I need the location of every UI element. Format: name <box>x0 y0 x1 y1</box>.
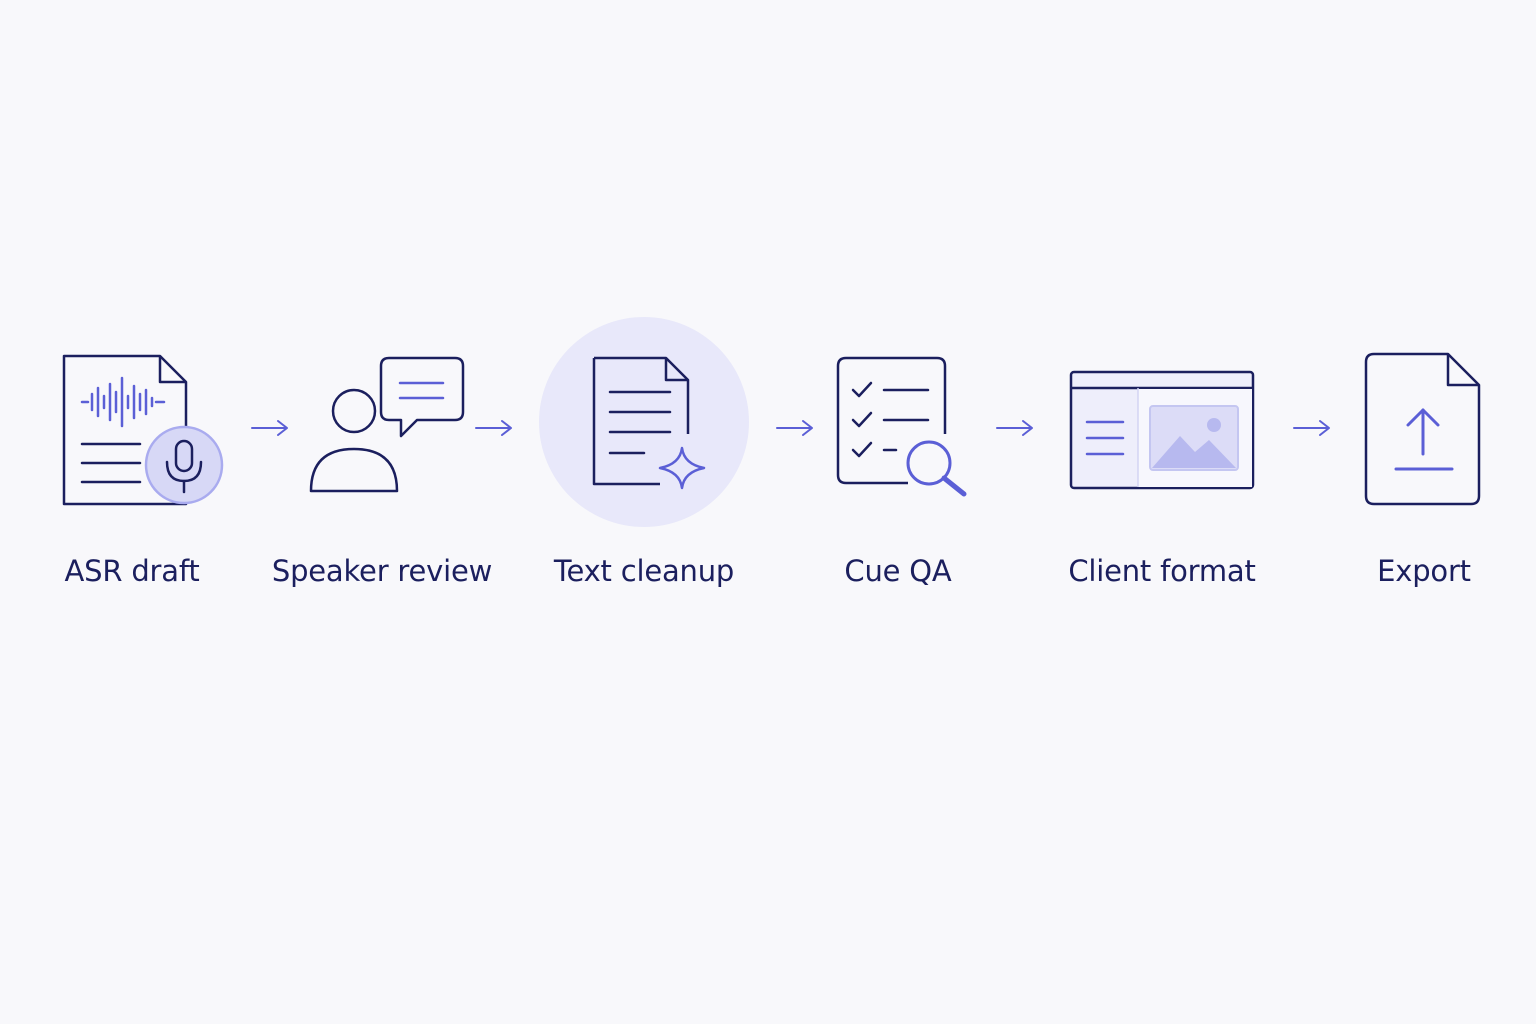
arrow-right-icon <box>776 420 813 436</box>
step-label-asr-draft: ASR draft <box>64 554 200 588</box>
step-label-client-format: Client format <box>1068 554 1256 588</box>
step-label-speaker-review: Speaker review <box>271 554 493 588</box>
document-sparkle-icon <box>592 356 706 490</box>
arrow-right-icon <box>996 420 1033 436</box>
checklist-magnifier-icon <box>836 356 967 497</box>
arrow-right-icon <box>251 420 288 436</box>
document-audio-mic-icon <box>62 354 224 506</box>
layout-window-image-icon <box>1069 370 1255 490</box>
file-upload-icon <box>1364 352 1481 506</box>
step-label-text-cleanup: Text cleanup <box>553 554 735 588</box>
person-speech-bubble-icon <box>309 356 465 493</box>
step-label-export: Export <box>1377 554 1471 588</box>
step-label-cue-qa: Cue QA <box>844 554 952 588</box>
arrow-right-icon <box>475 420 512 436</box>
active-step-highlight <box>539 317 749 527</box>
arrow-right-icon <box>1293 420 1330 436</box>
